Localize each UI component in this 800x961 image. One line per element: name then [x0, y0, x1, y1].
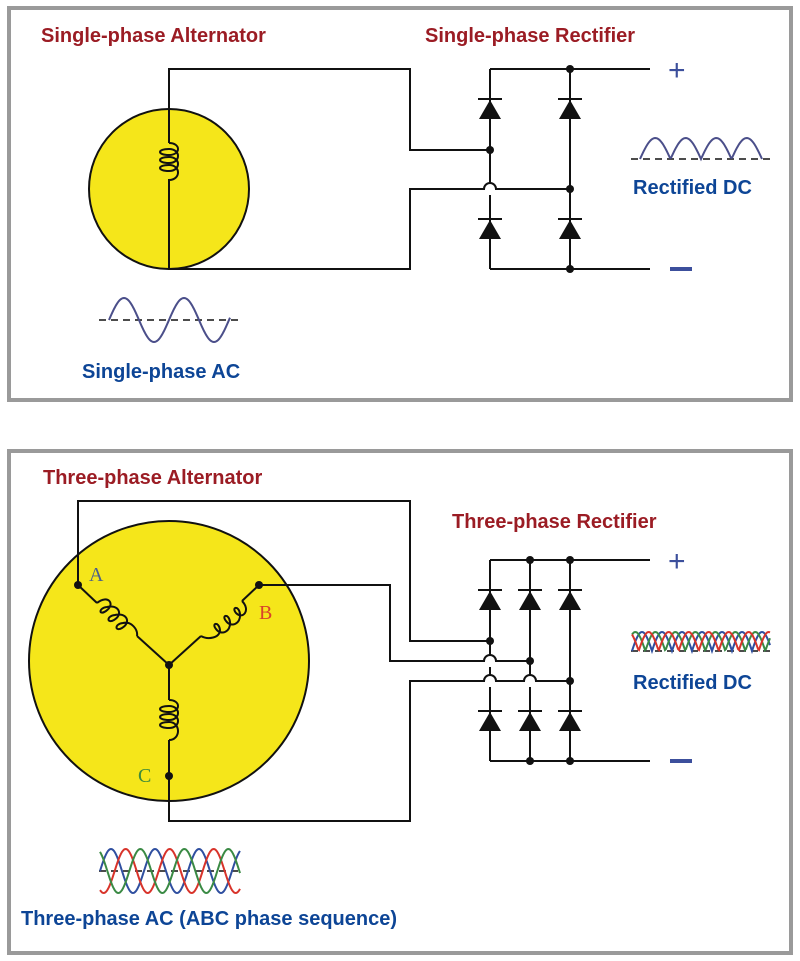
winding-c-coil-icon — [159, 699, 179, 741]
neutral-node — [165, 661, 173, 669]
single-phase-wire-top — [168, 68, 490, 189]
junction-dot — [566, 677, 574, 685]
phase-a-wire — [77, 500, 490, 642]
single-phase-dc-caption: Rectified DC — [633, 177, 752, 199]
diode-icon — [558, 710, 582, 731]
diode-icon — [558, 218, 582, 239]
phase-c-label: C — [138, 765, 151, 787]
junction-dot — [566, 265, 574, 273]
diode-icon — [518, 710, 542, 731]
junction-dot — [566, 65, 574, 73]
junction-dot — [566, 757, 574, 765]
diode-icon — [478, 218, 502, 239]
junction-dot — [566, 556, 574, 564]
phase-waveform — [99, 847, 241, 895]
winding-a-lead — [77, 584, 98, 604]
rectified-phase-waveform — [631, 630, 771, 652]
junction-dot — [566, 185, 574, 193]
winding-b-lead — [168, 635, 202, 666]
junction-dot — [526, 657, 534, 665]
single-phase-ac-caption: Single-phase AC — [82, 361, 240, 383]
phase-c-wire — [168, 674, 570, 822]
single-phase-negative-terminal — [670, 267, 692, 271]
winding-b-coil-icon — [200, 600, 247, 639]
diode-icon — [478, 98, 502, 119]
single-phase-rectifier-title: Single-phase Rectifier — [425, 25, 635, 47]
winding-a-lead — [136, 635, 170, 666]
phase-b-wire — [259, 584, 530, 662]
junction-dot — [486, 637, 494, 645]
diode-icon — [518, 589, 542, 610]
three-phase-negative-terminal — [670, 759, 692, 763]
rectified-phase-waveform — [631, 630, 771, 652]
phase-waveform — [99, 847, 241, 895]
three-phase-rectified-dc-waveform — [631, 630, 771, 655]
single-phase-wire-bottom — [168, 182, 570, 270]
diode-icon — [558, 98, 582, 119]
junction-dot — [486, 146, 494, 154]
three-phase-positive-terminal: + — [668, 545, 686, 578]
three-phase-ac-waveform — [99, 847, 241, 895]
three-phase-ac-caption: Three-phase AC (ABC phase sequence) — [21, 908, 397, 930]
single-phase-rectified-dc-waveform — [631, 136, 770, 162]
junction-dot — [526, 556, 534, 564]
three-phase-dc-caption: Rectified DC — [633, 672, 752, 694]
diode-icon — [478, 589, 502, 610]
single-phase-alternator-title: Single-phase Alternator — [41, 25, 266, 47]
three-phase-alternator-title: Three-phase Alternator — [43, 467, 263, 489]
winding-a-coil-icon — [96, 598, 139, 637]
single-phase-coil-icon — [159, 142, 179, 195]
three-phase-rectifier-title: Three-phase Rectifier — [452, 511, 657, 533]
diode-icon — [558, 589, 582, 610]
phase-a-label: A — [89, 564, 104, 586]
single-phase-positive-terminal: + — [668, 54, 686, 87]
phase-b-label: B — [259, 602, 272, 624]
junction-dot — [526, 757, 534, 765]
single-phase-ac-waveform — [99, 296, 238, 344]
diode-icon — [478, 710, 502, 731]
